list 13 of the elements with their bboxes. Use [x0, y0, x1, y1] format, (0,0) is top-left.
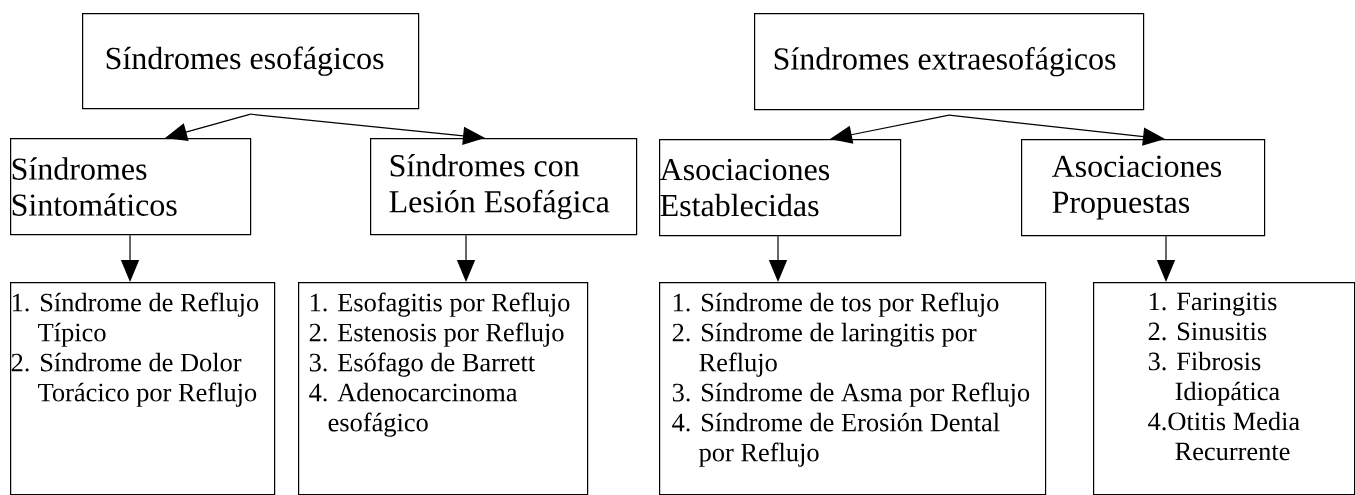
- list-box: 1. Faringitis 2. Sinusitis 3. Fibrosis Idiopática 4.Otitis Media Recurrente: [1093, 282, 1355, 495]
- category-box: Síndromes con Lesión Esofágica: [370, 138, 638, 236]
- category-box: Asociaciones Establecidas: [659, 139, 902, 237]
- list-box: 1. Síndrome de tos por Reflujo 2. Síndrome de laringitis por Reflujo 3. Síndrome de Asma por Reflujo 4. Síndrome de Erosión Dental por Reflujo: [659, 282, 1047, 495]
- list-box: 1. Síndrome de Reflujo Típico 2. Síndrome de Dolor Torácico por Reflujo: [10, 282, 276, 495]
- category-box: Síndromes Sintomáticos: [10, 138, 252, 236]
- category-box: Asociaciones Propuestas: [1021, 139, 1266, 237]
- list-box: 1. Esofagitis por Reflujo 2. Estenosis por Reflujo 3. Esófago de Barrett 4. Adenocarcinoma esofágico: [298, 282, 589, 495]
- category-box: Síndromes extraesofágicos: [754, 13, 1145, 111]
- arrow: [165, 113, 252, 141]
- arrow: [250, 113, 485, 145]
- category-box: Síndromes esofágicos: [82, 13, 420, 110]
- arrow: [830, 114, 950, 144]
